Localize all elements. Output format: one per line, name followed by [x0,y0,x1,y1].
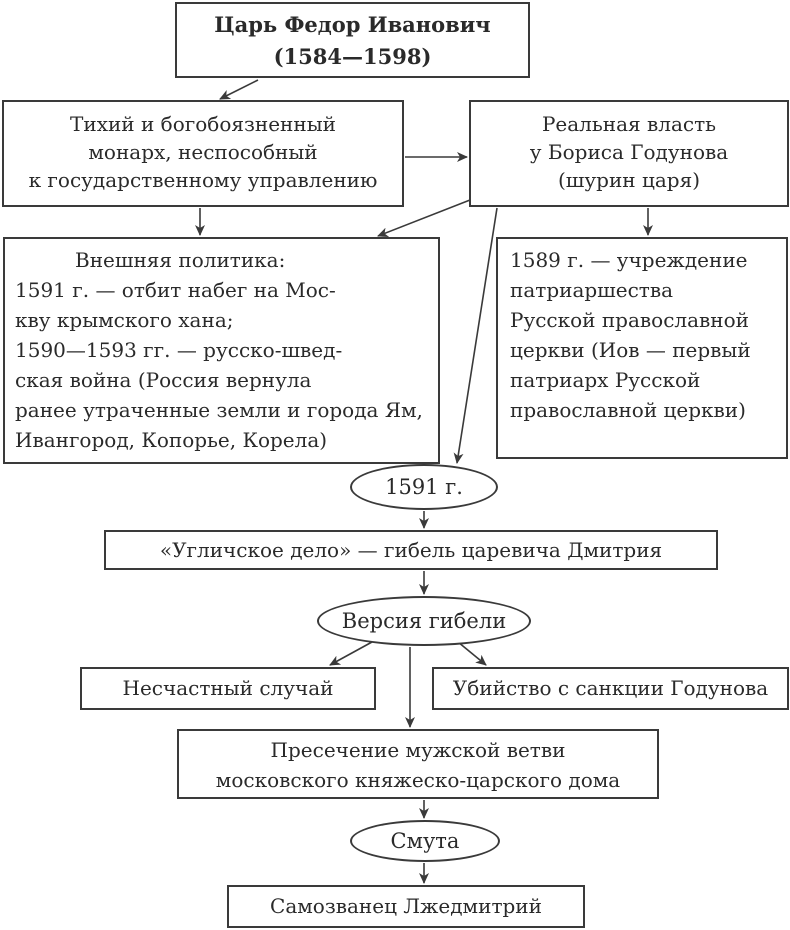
foreign-policy-line: 1591 г. — отбит набег на Мос- [15,278,336,302]
death-version-label: Версия гибели [341,609,507,633]
patriarchate-box: 1589 г. — учреждение патриаршества Русск… [496,237,788,459]
real-power-box: Реальная власть у Бориса Годунова (шурин… [469,100,789,207]
dynasty-end-line: Пресечение мужской ветви [270,738,566,762]
patriarchate-line: Русской православной [510,308,750,332]
foreign-policy-line: Ивангород, Копорье, Корела) [15,428,328,452]
foreign-policy-line: 1590—1593 гг. — русско-швед- [15,338,343,362]
patriarchate-line: православной церкви) [510,398,746,422]
patriarchate-line: патриарх Русской [510,368,701,392]
foreign-policy-line: ранее утраченные земли и города Ям, [15,398,423,422]
arrow-version-to-murder [457,641,487,666]
power-line: Реальная власть [541,112,717,136]
foreign-policy-heading: Внешняя политика: [75,248,286,272]
accident-label: Несчастный случай [122,676,334,700]
year-1591-label: 1591 г. [385,475,463,499]
monarch-line: к государственному управлению [28,168,378,192]
arrow-title-to-monarch [219,79,259,100]
title-box: Царь Федор Иванович (1584—1598) [175,2,530,78]
patriarchate-line: патриаршества [510,278,674,302]
foreign-policy-line: кву крымского хана; [15,308,234,332]
monarch-box: Тихий и богобоязненный монарх, неспособн… [2,100,404,207]
dynasty-end-box: Пресечение мужской ветви московского кня… [177,729,659,799]
year-1591-oval: 1591 г. [350,464,498,510]
smuta-oval: Смута [350,820,500,862]
power-line: (шурин царя) [558,168,700,192]
murder-label: Убийство с санкции Годунова [452,676,769,700]
monarch-line: Тихий и богобоязненный [70,112,336,136]
title-years: (1584—1598) [273,44,432,69]
impostor-box: Самозванец Лжедмитрий [227,885,585,928]
arrow-version-to-accident [329,641,373,666]
monarch-line: монарх, неспособный [88,140,318,164]
patriarchate-line: 1589 г. — учреждение [510,248,748,272]
uglich-case-label: «Угличское дело» — гибель царевича Дмитр… [159,538,663,562]
arrow-power-to-foreign [377,199,471,238]
arrow-power-to-1591 [453,207,498,464]
title-name: Царь Федор Иванович [214,12,491,37]
power-line: у Бориса Годунова [529,140,729,164]
foreign-policy-line: ская война (Россия вернула [15,368,312,392]
death-version-oval: Версия гибели [317,596,531,646]
dynasty-end-line: московского княжеско-царского дома [215,768,621,792]
smuta-label: Смута [390,829,460,853]
patriarchate-line: церкви (Иов — первый [510,338,751,362]
murder-box: Убийство с санкции Годунова [432,667,789,710]
foreign-policy-box: Внешняя политика: 1591 г. — отбит набег … [3,237,440,464]
accident-box: Несчастный случай [80,667,376,710]
impostor-label: Самозванец Лжедмитрий [270,894,542,918]
uglich-case-box: «Угличское дело» — гибель царевича Дмитр… [104,530,718,570]
